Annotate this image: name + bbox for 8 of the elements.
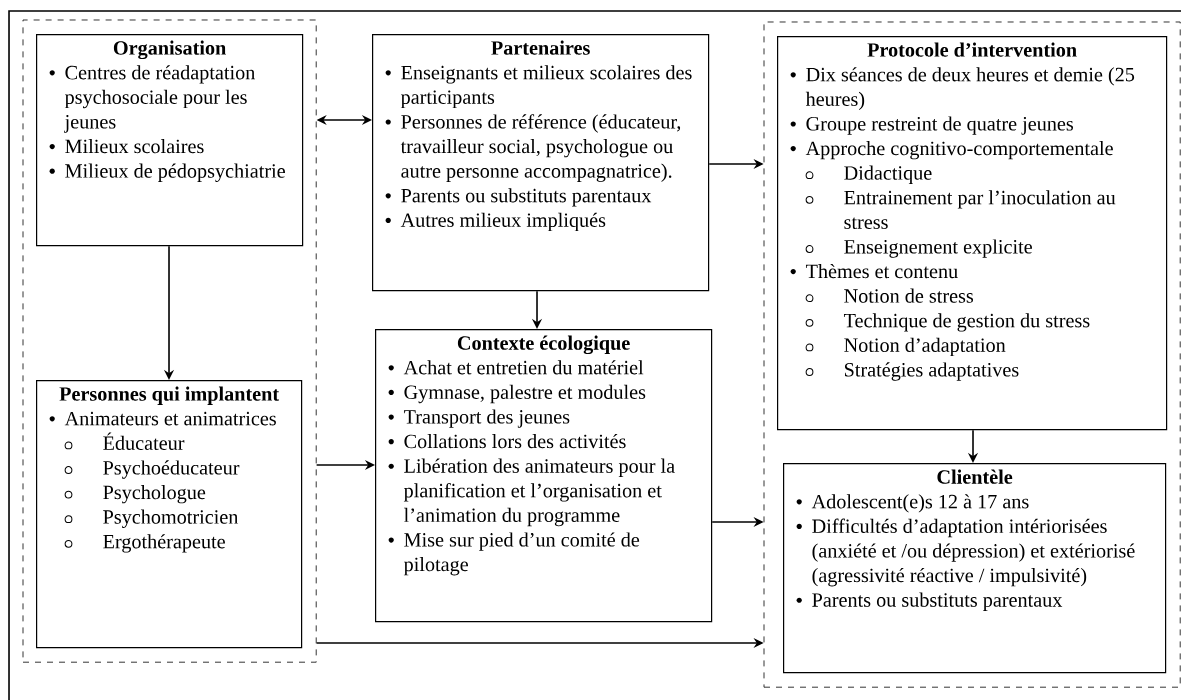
text-box: Clientèle Adolescent(e)s 12 à 17 ans Difficultés d’adaptation intériorisées (anxiété et /ou dépression) et extériorisé (agressivité réactive / impulsivité) Parents ou substituts parentaux [783, 463, 1167, 674]
text-box: Partenaires Enseignants et milieux scolaires des participants Personnes de référence (éducateur, travailleur social, psychologue ou autre personne accompagnatrice). Parents ou substituts parentaux Autres milieux impliqués [372, 34, 710, 292]
text-box: Organisation Centres de réadaptation psychosociale pour les jeunes Milieux scolaires Milieux de pédopsychiatrie [36, 34, 304, 247]
text-box: Contexte écologique Achat et entretien du matériel Gymnase, palestre et modules Transport des jeunes Collations lors des activités Libération des animateurs pour la planification et l’organisation et l’animation du programme Mise sur pied d’un comité de pilotage [375, 329, 713, 623]
group-frame [22, 19, 317, 663]
group-frame [763, 21, 1181, 688]
text-box: Personnes qui implantent Animateurs et animatrices Éducateur Psychoéducateur Psychologue Psychomotricien Ergothérapeute [36, 380, 303, 649]
text-box: Protocole d’intervention Dix séances de deux heures et demie (25 heures) Groupe restreint de quatre jeunes Approche cognitivo-comportementale Didactique Entrainement par l’inoculation au stress Enseignement explicite Thèmes et contenu Notion de stress Technique de gestion du stress Notion d’adaptation Stratégies adaptatives [777, 36, 1168, 431]
